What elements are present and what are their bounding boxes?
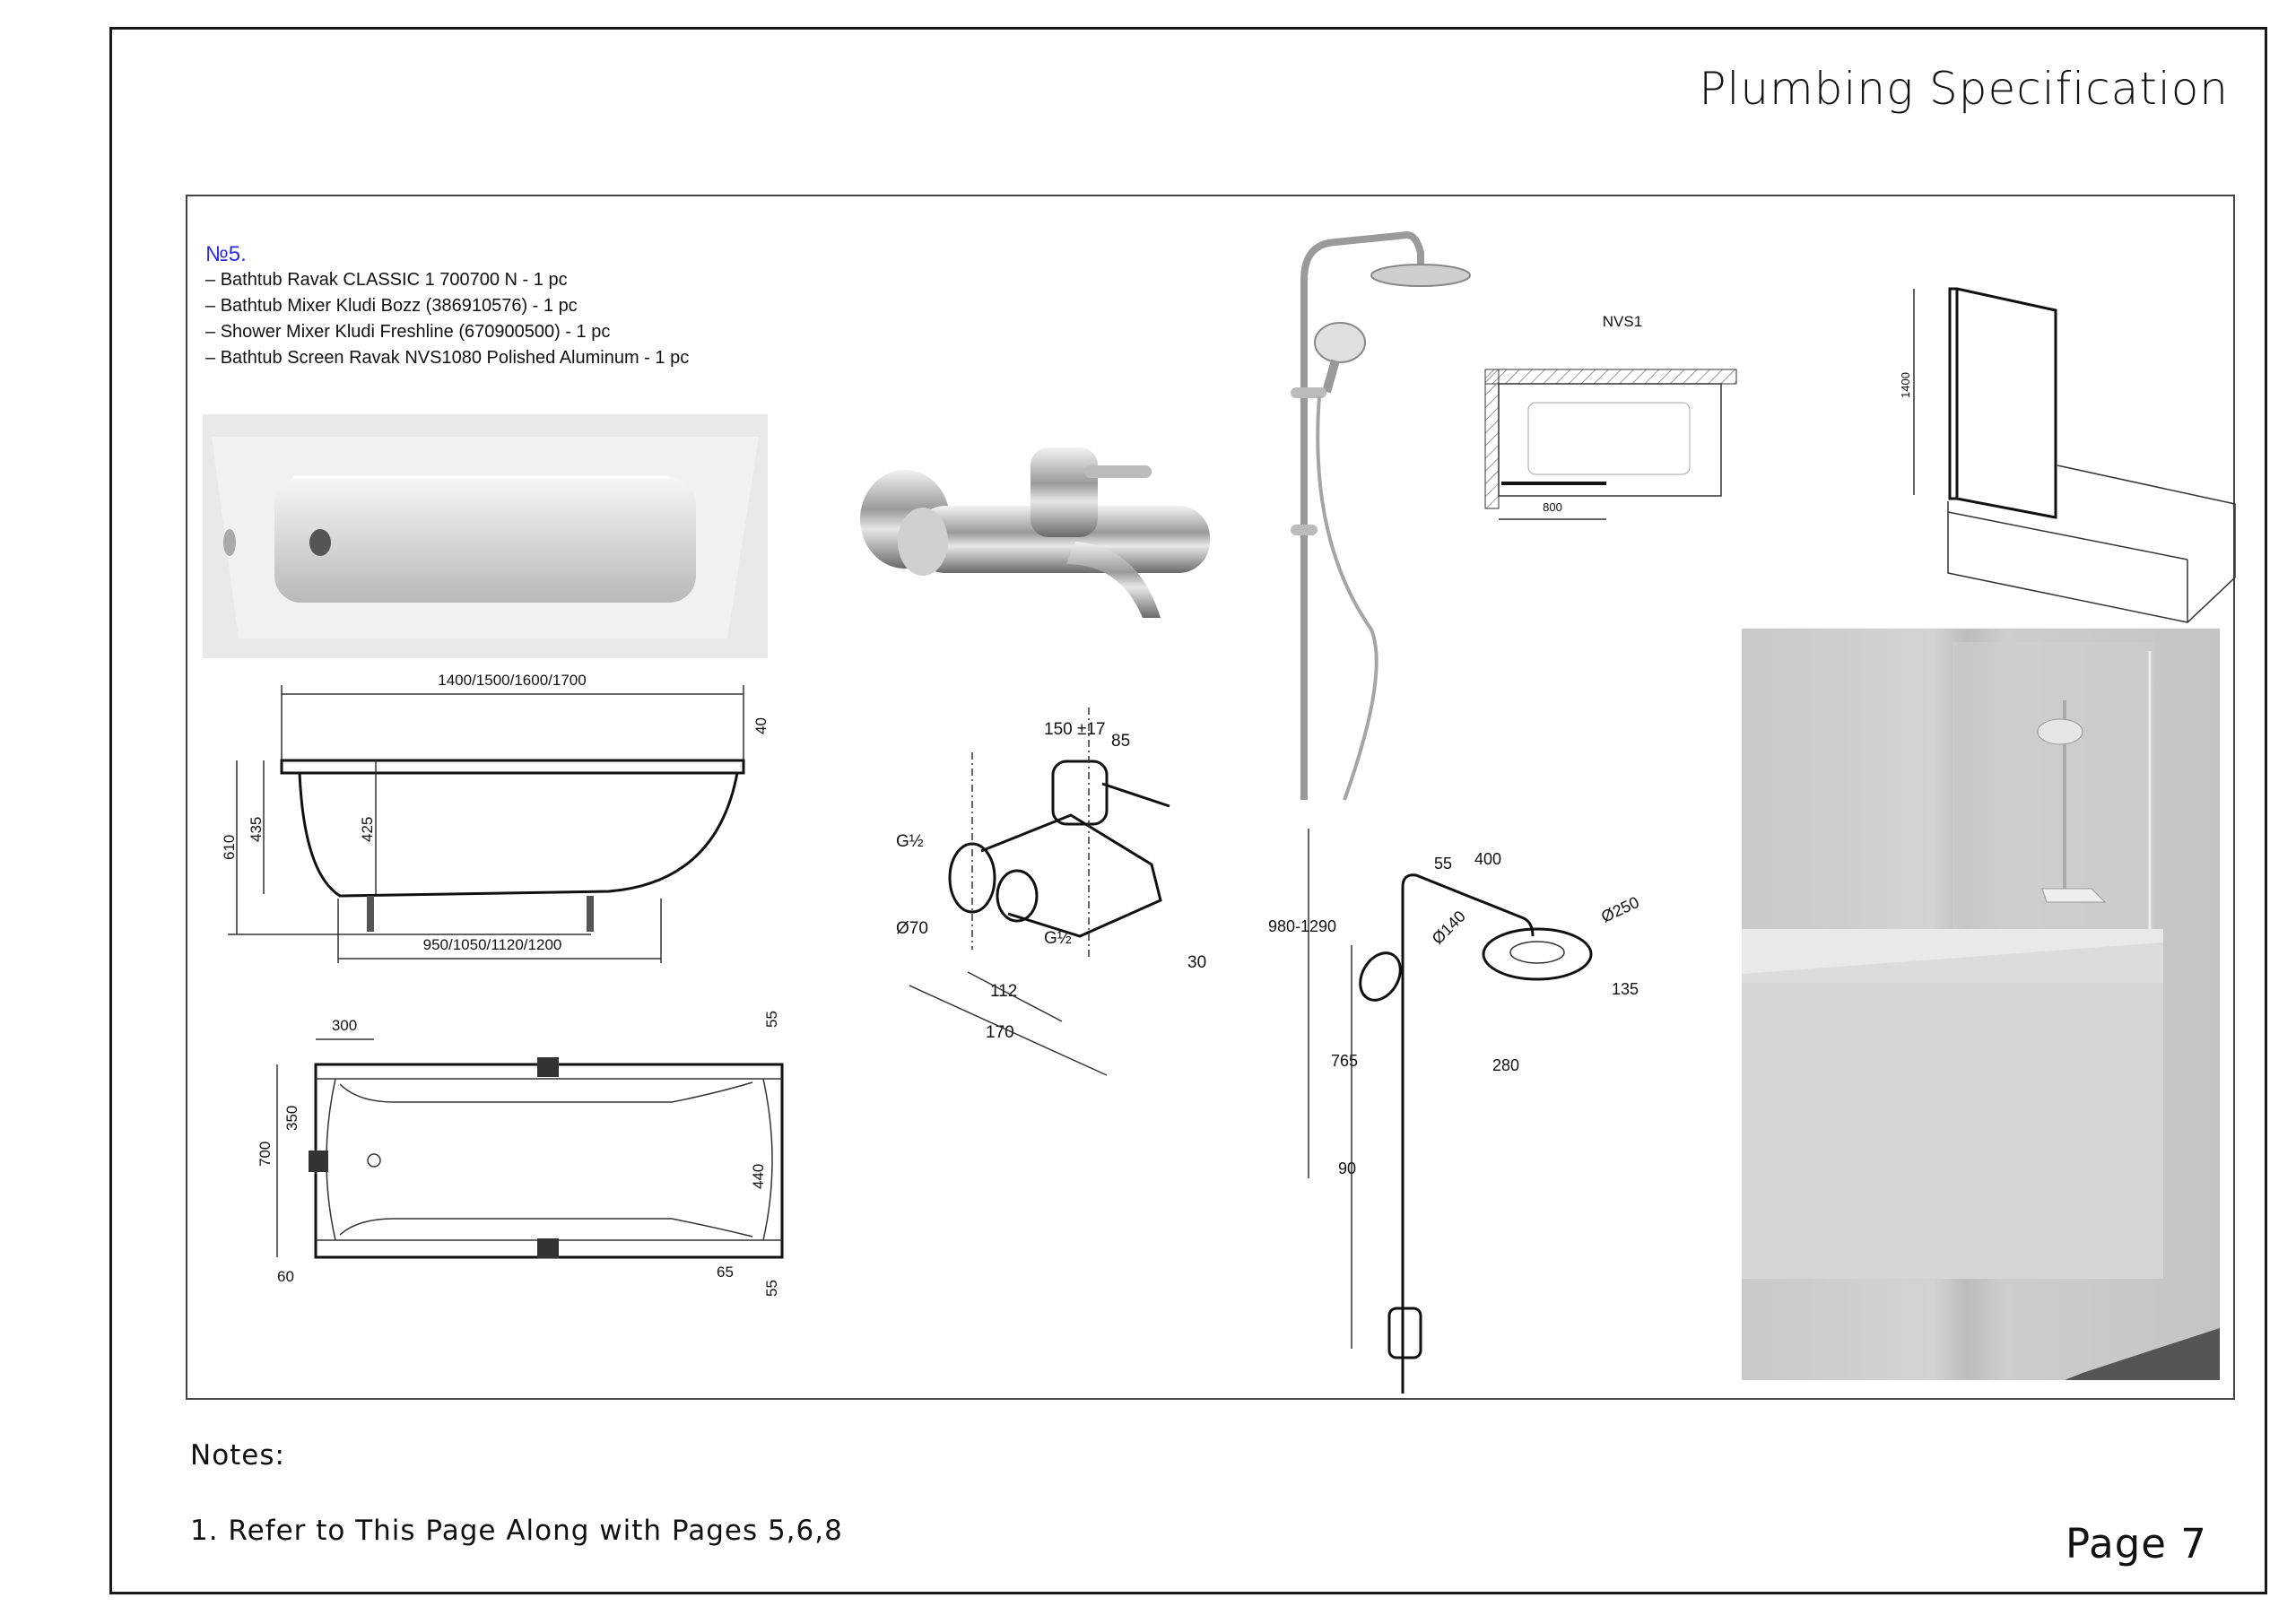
dim-shower-arm: 400	[1474, 850, 1501, 868]
dim-head-drop: 135	[1612, 980, 1639, 998]
dim-mixer-spout: 30	[1187, 953, 1206, 972]
dim-mixer-inlet: G½	[896, 832, 924, 851]
page-title: Plumbing Specification	[1699, 63, 2229, 115]
dim-right-margin: 65	[717, 1264, 734, 1281]
dim-mixer-outlet: G½	[1044, 929, 1072, 948]
dim-inner-width: 440	[750, 1164, 767, 1189]
drain-icon	[309, 529, 331, 556]
specification-frame: №5. Bathtub Ravak CLASSIC 1 700700 N - 1…	[186, 195, 2236, 1400]
bathtub-side-drawing: 1400/1500/1600/1700 610 435 425 40 950/1…	[221, 672, 770, 963]
screen-plan-label: NVS1	[1603, 313, 1642, 330]
spec-list: №5. Bathtub Ravak CLASSIC 1 700700 N - 1…	[205, 241, 689, 371]
dim-mixer-handle: 85	[1111, 732, 1130, 751]
dim-rim-top: 55	[763, 1011, 780, 1028]
dim-mixer-depth: 150 ±17	[1044, 720, 1106, 739]
dim-drain-height: 350	[283, 1106, 300, 1131]
dim-legs: 950/1050/1120/1200	[423, 936, 562, 953]
dim-rim: 40	[752, 717, 770, 734]
dim-screen-width: 800	[1543, 500, 1562, 514]
dim-mixer-total: 170	[986, 1023, 1014, 1042]
shower-set-photo	[1291, 230, 1471, 801]
dim-drain-offset: 300	[332, 1017, 357, 1034]
dim-width: 700	[257, 1142, 274, 1167]
bathtub-top-drawing: 300 700 350 440 55 55 60 65	[257, 1011, 784, 1297]
dim-hand-shower: Ø140	[1429, 908, 1469, 948]
bathtub-photo	[203, 414, 768, 658]
dim-height: 610	[221, 835, 238, 860]
dim-screen-height: 1400	[1899, 372, 1912, 398]
dim-rim-bottom: 55	[763, 1280, 780, 1297]
dim-left-margin: 60	[277, 1268, 294, 1285]
notes-section: Notes: 1. Refer to This Page Along with …	[190, 1439, 843, 1547]
page-number: Page 7	[2066, 1520, 2207, 1568]
spec-item-bathtub-screen: Bathtub Screen Ravak NVS1080 Polished Al…	[205, 345, 690, 371]
dim-hand-height: 765	[1331, 1052, 1358, 1070]
page-border	[109, 27, 2267, 1594]
note-item: 1. Refer to This Page Along with Pages 5…	[190, 1515, 843, 1547]
bathtub-mixer-photo	[860, 447, 1210, 618]
bathroom-photo	[1742, 629, 2220, 1380]
spec-item-shower-mixer: Shower Mixer Kludi Freshline (670900500)…	[205, 319, 689, 345]
spec-item-bathtub-mixer: Bathtub Mixer Kludi Bozz (386910576) - 1…	[205, 293, 689, 319]
spec-item-bathtub: Bathtub Ravak CLASSIC 1 700700 N - 1 pc	[205, 267, 689, 293]
dim-mixer-height: 90	[1338, 1159, 1356, 1177]
notes-heading: Notes:	[190, 1439, 285, 1472]
dim-length: 1400/1500/1600/1700	[438, 672, 586, 689]
dim-depth: 425	[359, 817, 376, 842]
dim-shower-height: 980-1290	[1268, 917, 1336, 935]
screen-elevation-drawing: 1400	[1899, 287, 2236, 623]
dim-435: 435	[248, 817, 265, 842]
dim-shower-offset: 55	[1434, 855, 1452, 873]
bathtub-mixer-drawing: 150 ±17 85 G½ Ø70 G½ 30 112 170	[896, 708, 1206, 1076]
dim-hand-drop: 280	[1492, 1056, 1519, 1074]
dim-mixer-escutcheon: Ø70	[896, 919, 928, 938]
shower-set-drawing: 980-1290 55 400 Ø250 Ø140 135 280 765 90	[1268, 829, 1642, 1394]
spec-number: №5.	[205, 242, 247, 266]
screen-plan-drawing: NVS1 800	[1484, 313, 1737, 520]
dim-shower-head: Ø250	[1598, 893, 1641, 926]
